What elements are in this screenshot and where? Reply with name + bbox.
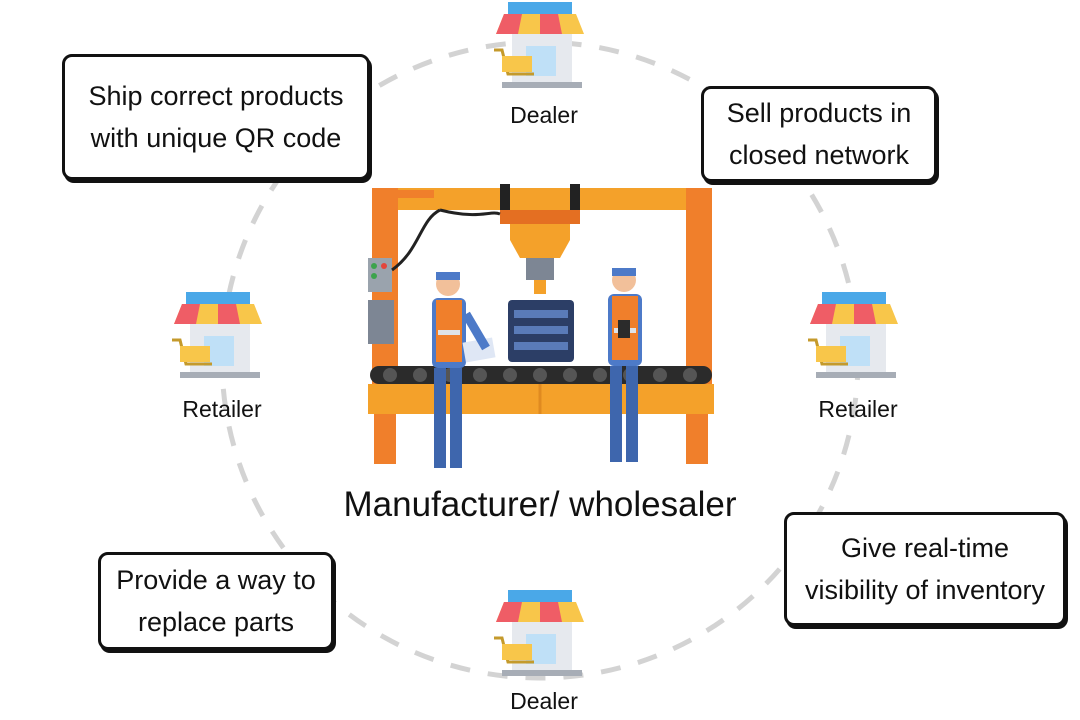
callout-closed-network: Sell products in closed network	[701, 86, 937, 182]
callout-ship-products: Ship correct products with unique QR cod…	[62, 54, 370, 180]
retailer-left-label: Retailer	[182, 396, 262, 422]
store-icon	[808, 292, 898, 378]
store-icon	[494, 2, 584, 88]
store-icon	[494, 590, 584, 676]
store-icon	[172, 292, 262, 378]
callout-inventory-visibility: Give real-time visibility of inventory	[784, 512, 1066, 626]
dealer-bottom-label: Dealer	[510, 688, 578, 714]
callout-replace-parts: Provide a way to replace parts	[98, 552, 334, 650]
center-title: Manufacturer/ wholesaler	[343, 485, 737, 524]
retailer-right-label: Retailer	[818, 396, 898, 422]
dealer-top-label: Dealer	[510, 102, 578, 128]
factory-machine-icon	[368, 184, 714, 468]
